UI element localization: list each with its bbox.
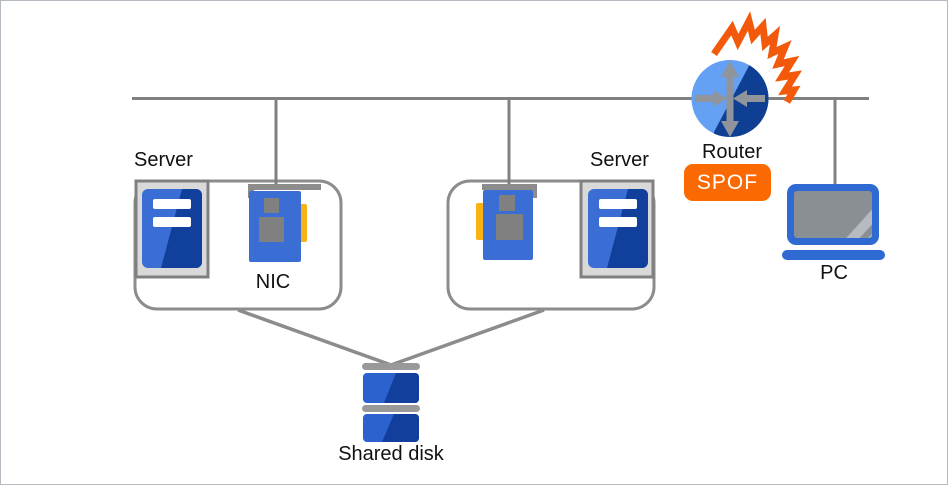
nic-icon-left [248, 184, 321, 262]
pc-label: PC [820, 262, 848, 284]
nic-label: NIC [255, 271, 291, 293]
disk-stack-icon [362, 363, 420, 442]
connector-right-server-to-disk [390, 308, 545, 367]
connector-left-server-to-disk [237, 308, 392, 367]
server-left-label: Server [134, 149, 193, 171]
explosion-spark-icon [711, 11, 803, 104]
spof-badge: SPOF [684, 164, 771, 201]
shared-disk-label: Shared disk [338, 443, 444, 465]
server-right-label: Server [590, 149, 649, 171]
router-icon [691, 60, 769, 137]
server-icon-left [134, 179, 210, 279]
nic-icon-right [476, 184, 537, 260]
router-label: Router [701, 141, 763, 163]
server-icon-right [579, 179, 655, 279]
laptop-icon [782, 184, 885, 260]
